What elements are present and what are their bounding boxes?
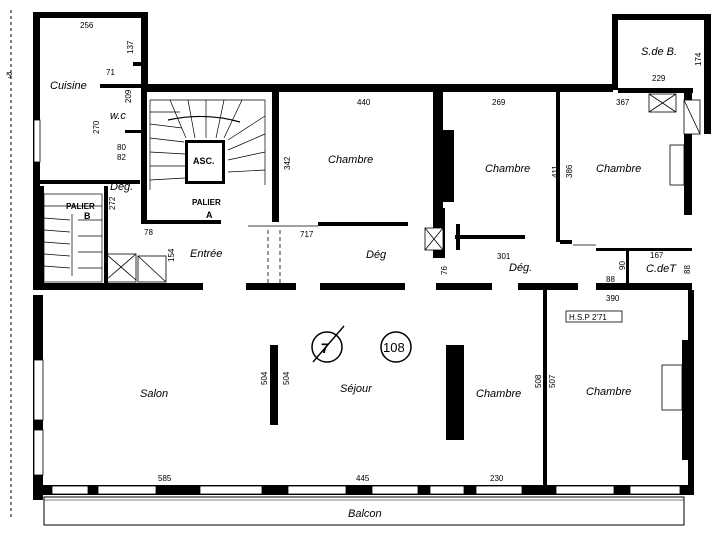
room-chambre-4: Chambre (476, 388, 521, 400)
hsp-box (565, 310, 623, 323)
room-sejour: Séjour (340, 383, 373, 395)
dim-88a: 88 (606, 275, 615, 284)
dim-342: 342 (283, 156, 292, 170)
room-chambre-2: Chambre (485, 163, 530, 175)
door-lines (105, 93, 701, 283)
dim-585: 585 (158, 474, 172, 483)
facade-windows (51, 485, 681, 495)
dim-272: 272 (108, 196, 117, 210)
dim-390: 390 (606, 294, 620, 303)
dim-504b: 504 (282, 371, 291, 385)
dim-229: 229 (652, 74, 666, 83)
hsp-label: H.S.P 2'71 (569, 313, 607, 322)
dim-717: 717 (300, 230, 314, 239)
dim-78: 78 (144, 228, 153, 237)
dim-71: 71 (106, 68, 115, 77)
left-margin-mark: ⅋ (6, 71, 12, 80)
room-chambre-5: Chambre (586, 386, 631, 398)
staircase-b (43, 193, 103, 283)
room-cuisine: Cuisine (50, 80, 87, 92)
dim-90: 90 (618, 261, 627, 270)
dim-137: 137 (126, 40, 135, 54)
dim-508: 508 (534, 374, 543, 388)
room-deg-2: Dég (366, 249, 387, 261)
dim-440: 440 (357, 98, 371, 107)
dim-80: 80 (117, 143, 126, 152)
dim-367: 367 (616, 98, 630, 107)
left-windows (33, 119, 44, 476)
dim-256: 256 (80, 21, 94, 30)
room-chambre-3: Chambre (596, 163, 641, 175)
room-entree: Entrée (190, 248, 222, 260)
dim-386: 386 (565, 164, 574, 178)
balcony-outline (43, 496, 685, 526)
room-cdet: C.deT (646, 263, 677, 275)
room-salon: Salon (140, 388, 168, 400)
lift-label: ASC. (193, 156, 215, 166)
palier-b-label: PALIER (66, 202, 95, 211)
palier-a-letter: A (206, 210, 213, 220)
dim-167: 167 (650, 251, 664, 260)
room-deg-3: Dég. (509, 262, 532, 274)
room-balcon: Balcon (348, 508, 382, 520)
dim-88b: 88 (683, 265, 692, 274)
room-sdb: S.de B. (641, 46, 677, 58)
dim-301: 301 (497, 252, 511, 261)
compass-marker: 7 (311, 325, 345, 363)
dim-154: 154 (167, 248, 176, 262)
staircase-a (149, 99, 266, 190)
dim-76: 76 (440, 266, 449, 275)
palier-a-label: PALIER (192, 198, 221, 207)
dim-82: 82 (117, 153, 126, 162)
dim-230: 230 (490, 474, 504, 483)
room-deg-1: Dég. (110, 181, 133, 193)
dim-507: 507 (548, 374, 557, 388)
dim-174: 174 (694, 52, 703, 66)
dim-270: 270 (92, 120, 101, 134)
room-chambre-1: Chambre (328, 154, 373, 166)
compass-label: 7 (321, 340, 329, 356)
room-wc: w.c (110, 110, 126, 122)
lot-number: 108 (383, 340, 405, 355)
dim-504a: 504 (260, 371, 269, 385)
right-windows (661, 144, 685, 411)
dim-411: 411 (551, 165, 560, 178)
palier-b-letter: B (84, 211, 91, 221)
dim-209: 209 (124, 89, 133, 103)
dim-269: 269 (492, 98, 506, 107)
dim-445: 445 (356, 474, 370, 483)
lot-number-marker: 108 (380, 331, 412, 363)
